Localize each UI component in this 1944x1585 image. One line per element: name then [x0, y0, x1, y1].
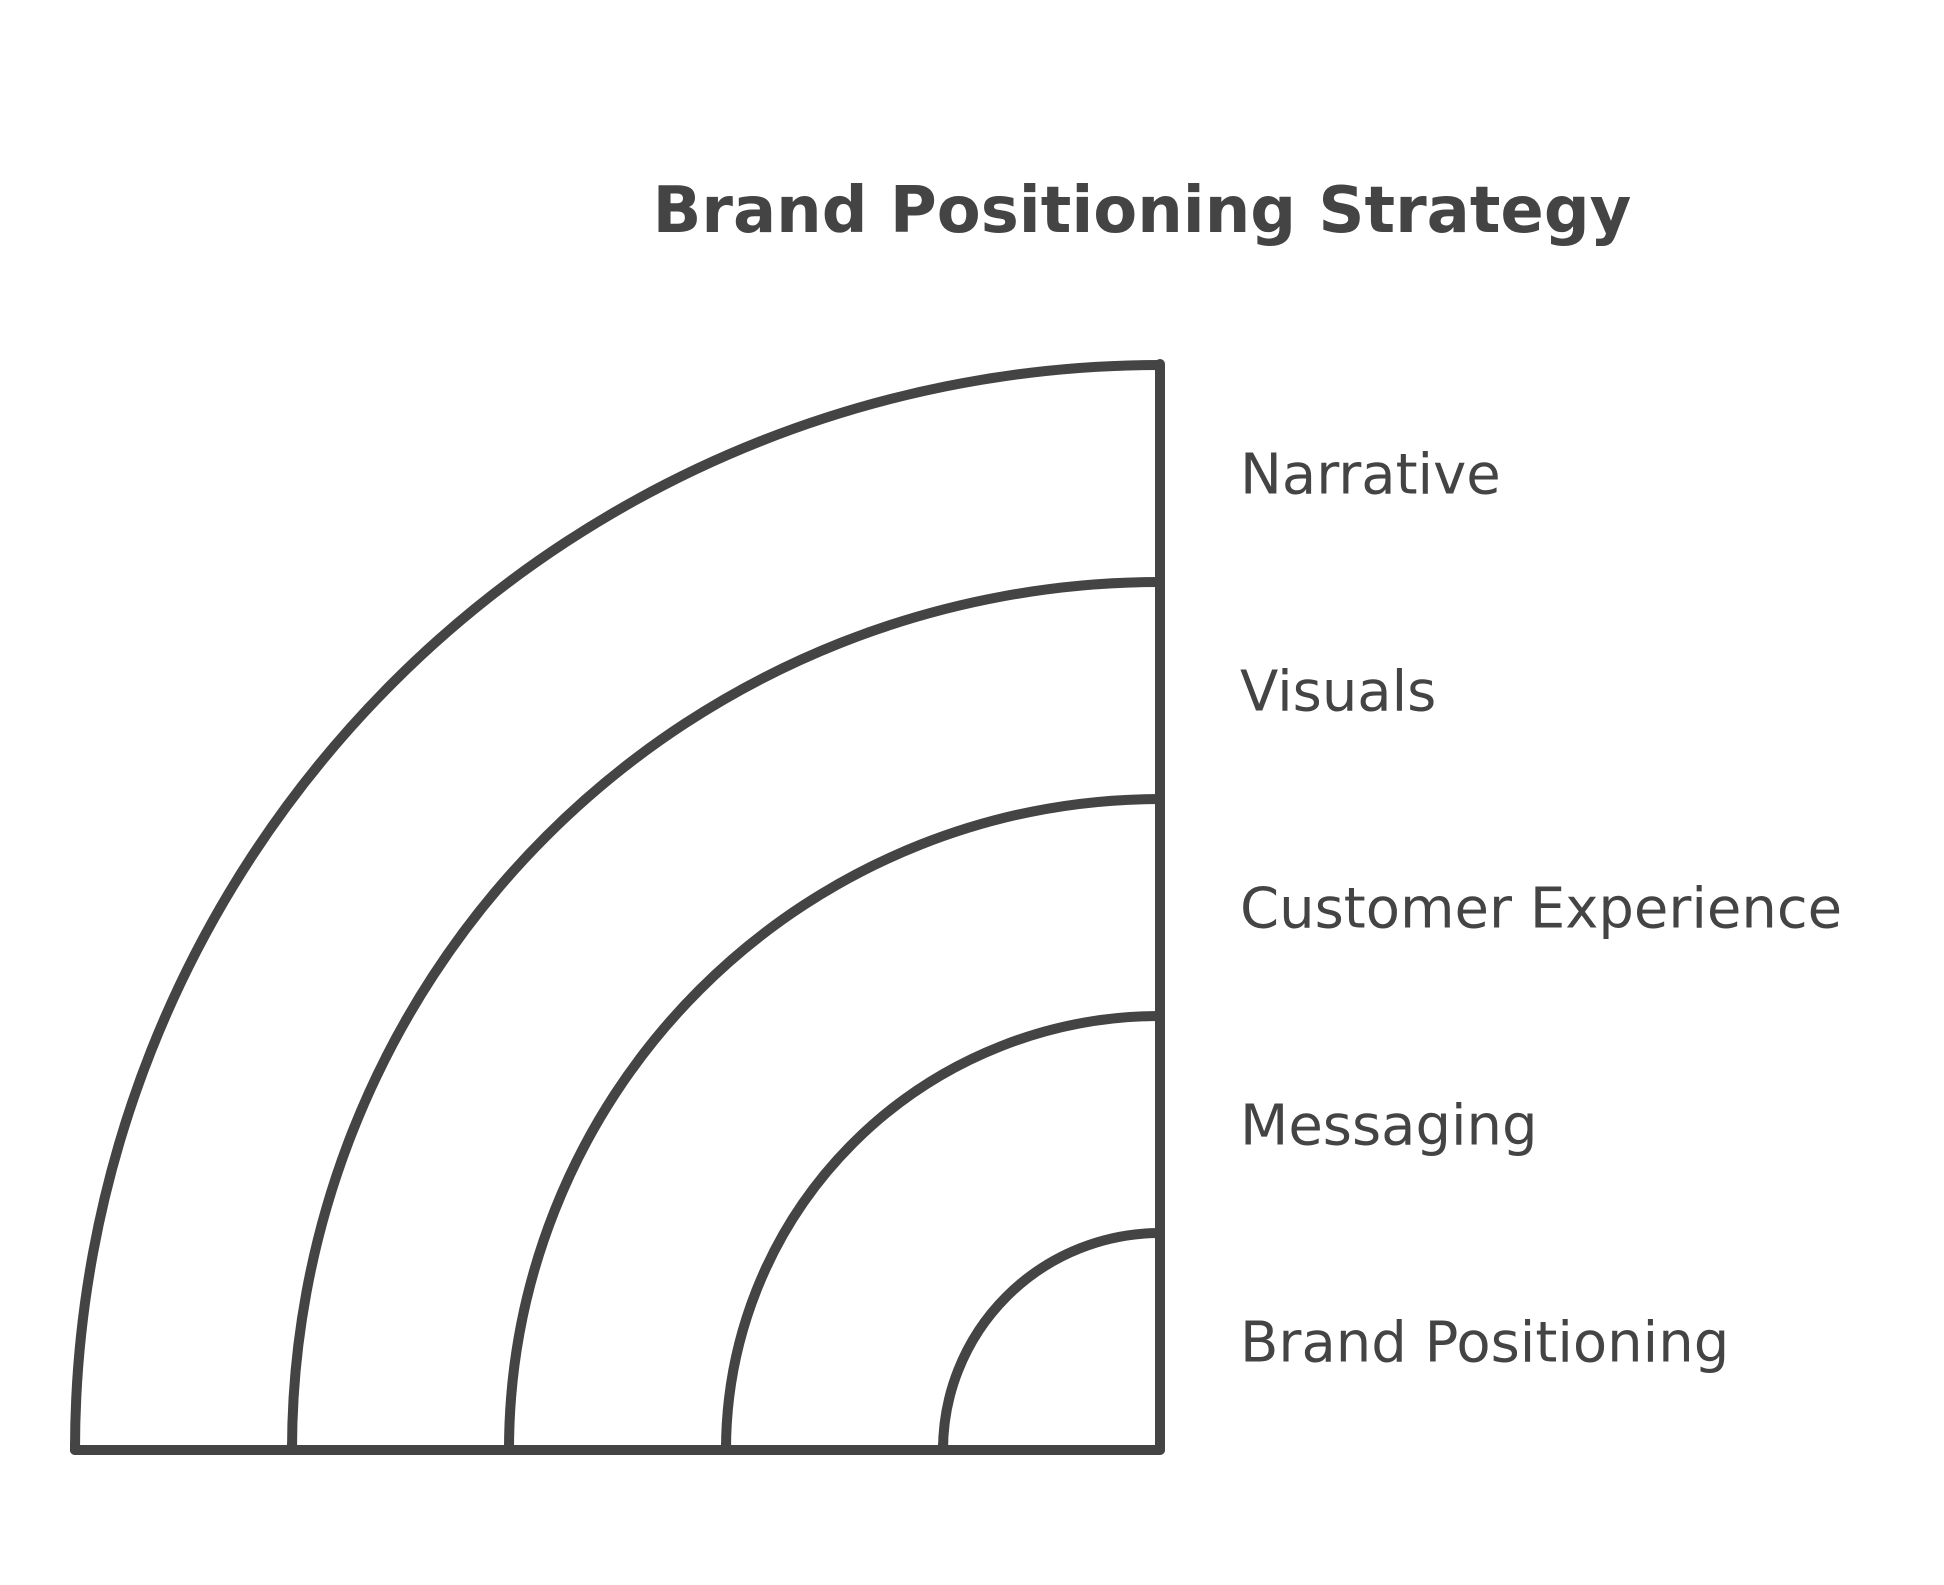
rings-group	[70, 359, 1165, 1455]
layer-label-visuals: Visuals	[1240, 660, 1436, 725]
diagram-title: Brand Positioning Strategy	[653, 174, 1632, 248]
layer-label-customer-experience: Customer Experience	[1240, 877, 1842, 942]
layer-label-messaging: Messaging	[1240, 1094, 1538, 1159]
ring-arc-customer-experience	[504, 794, 1165, 1455]
ring-arc-visuals	[287, 577, 1165, 1455]
layer-label-brand-positioning: Brand Positioning	[1240, 1311, 1729, 1376]
ring-arc-brand-positioning	[938, 1228, 1165, 1455]
layer-label-narrative: Narrative	[1240, 443, 1501, 508]
ring-arc-narrative	[70, 360, 1165, 1455]
ring-arc-messaging	[721, 1011, 1165, 1455]
